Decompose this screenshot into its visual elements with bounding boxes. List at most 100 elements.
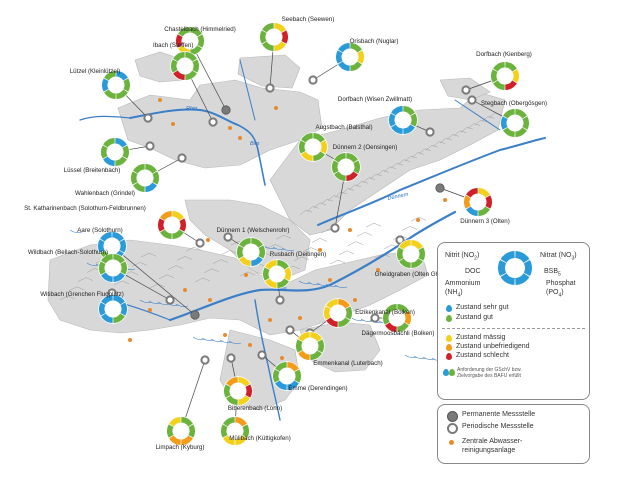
donut-segment-gut xyxy=(493,62,505,72)
terrain-ridge xyxy=(460,126,474,133)
station-donut-dorfbach_kienberg xyxy=(490,61,520,91)
periodic-station-marker[interactable] xyxy=(308,75,318,85)
station-label-etzikenkanal: Etzikenkanal (Bolken) xyxy=(355,309,415,316)
legend-sehr-gut: Zustand sehr gut xyxy=(456,304,509,311)
legend-ammonium-formula-text: (NH xyxy=(445,289,458,296)
donut-segment-gut xyxy=(242,424,250,438)
donut-segment-maessig xyxy=(223,435,235,445)
terrain-ridge xyxy=(293,256,310,262)
donut-segment-gut xyxy=(294,369,301,383)
donut-segment-schlecht xyxy=(157,218,165,232)
terrain-ridge xyxy=(334,191,348,198)
stream-line xyxy=(192,336,206,340)
river-network xyxy=(69,59,546,421)
periodic-station-marker[interactable] xyxy=(461,85,471,95)
ara-marker xyxy=(128,338,132,342)
stream-line xyxy=(263,245,277,249)
periodic-station-marker[interactable] xyxy=(370,313,380,323)
donut-segment-sehr_gut xyxy=(500,116,508,130)
station-donut-stegbach xyxy=(500,108,530,138)
station-label-luessel: Lüssel (Breitenbach) xyxy=(64,167,121,174)
periodic-station-marker[interactable] xyxy=(223,232,233,242)
donut-segment-sehr_gut xyxy=(113,272,125,282)
donut-segment-gut xyxy=(411,258,423,268)
legend-maessig: Zustand mässig xyxy=(456,334,506,341)
donut-segment-gut xyxy=(239,238,251,248)
periodic-station-marker[interactable] xyxy=(208,117,218,127)
donut-segment-gut xyxy=(226,395,238,405)
terrain-ridge xyxy=(203,268,220,274)
stream-line xyxy=(69,229,83,233)
legend-permanent: Permanente Messstelle xyxy=(462,411,536,418)
donut-segment-gut xyxy=(522,116,529,130)
periodic-station-marker[interactable] xyxy=(195,238,205,248)
periodic-station-marker[interactable] xyxy=(145,141,155,151)
permanent-station-marker[interactable] xyxy=(221,105,231,115)
station-donut-witibach xyxy=(98,294,128,324)
station-label-wildbach: Wildbach (Bellach-Solothurn) xyxy=(28,249,108,256)
station-donut-biberenbach xyxy=(223,376,253,406)
donut-center xyxy=(505,258,525,278)
legend-gut: Zustand gut xyxy=(456,314,493,321)
legend-donut-icon xyxy=(497,250,533,286)
legend-ammonium: Ammonium xyxy=(445,280,481,287)
donut-segment-gut xyxy=(493,80,505,90)
donut-center xyxy=(182,33,198,49)
periodic-station-marker[interactable] xyxy=(165,295,175,305)
legend-phosphat-sub: 4 xyxy=(558,292,562,299)
river-line xyxy=(129,108,239,126)
station-label-rusbach: Rusbach (Deitingen) xyxy=(270,251,326,258)
donut-segment-gut xyxy=(353,160,360,174)
periodic-station-marker[interactable] xyxy=(226,353,236,363)
donut-segment-gut xyxy=(397,322,409,332)
station-donut-wahlenbach xyxy=(130,163,160,193)
donut-segment-schlecht xyxy=(466,188,478,198)
donut-segment-gut xyxy=(104,89,116,99)
donut-segment-gut xyxy=(263,267,270,281)
periodic-station-marker[interactable] xyxy=(425,127,435,137)
terrain-ridge xyxy=(474,119,488,126)
periodic-station-marker[interactable] xyxy=(265,83,275,93)
periodic-station-marker[interactable] xyxy=(177,153,187,163)
donut-center xyxy=(230,383,246,399)
donut-segment-gut xyxy=(104,71,116,81)
terrain-ridge xyxy=(167,265,184,270)
station-donut-katharinenbach xyxy=(157,210,187,240)
stream-line xyxy=(210,338,224,342)
permanent-station-marker[interactable] xyxy=(435,183,445,193)
periodic-station-marker[interactable] xyxy=(395,235,405,245)
parameter-legend: Nitrit (NO2) Nitrat (NO3) DOC BSB5 Ammon… xyxy=(437,242,590,400)
periodic-station-marker[interactable] xyxy=(275,295,285,305)
donut-segment-gut xyxy=(190,45,202,55)
ara-marker xyxy=(298,316,302,320)
donut-segment-maessig xyxy=(172,211,184,221)
river-line xyxy=(454,99,501,131)
donut-segment-gut xyxy=(313,151,325,161)
periodic-station-marker[interactable] xyxy=(330,223,340,233)
donut-segment-sehr_gut xyxy=(338,61,350,71)
legend-nitrat: Nitrat (NO3) xyxy=(540,252,577,262)
periodic-station-marker[interactable] xyxy=(285,325,295,335)
stream-line xyxy=(413,355,427,359)
donut-segment-maessig xyxy=(238,395,250,405)
terrain-ridge xyxy=(320,198,334,205)
donut-segment-sehr_gut xyxy=(389,113,396,127)
stream-line xyxy=(404,354,418,358)
donut-segment-maessig xyxy=(399,240,411,250)
station-donut-dorfbach_wisen xyxy=(388,105,418,135)
periodic-station-marker[interactable] xyxy=(257,350,267,360)
donut-segment-maessig xyxy=(324,306,331,320)
station-label-daegermoos: Dägermoosbächli (Bolken) xyxy=(362,330,435,337)
donut-segment-gut xyxy=(296,339,303,353)
donut-segment-sehr_gut xyxy=(498,259,507,277)
permanent-station-marker[interactable] xyxy=(190,310,200,320)
periodic-station-marker[interactable] xyxy=(467,95,477,105)
periodic-station-marker[interactable] xyxy=(200,355,210,365)
ara-marker xyxy=(268,318,272,322)
ara-marker xyxy=(223,333,227,337)
ara-marker xyxy=(376,268,380,272)
periodic-station-marker[interactable] xyxy=(143,113,153,123)
ara-marker xyxy=(244,273,248,277)
donut-segment-sehr_gut xyxy=(338,43,350,53)
station-label-stegbach: Stegbach (Obergösgen) xyxy=(481,100,547,107)
